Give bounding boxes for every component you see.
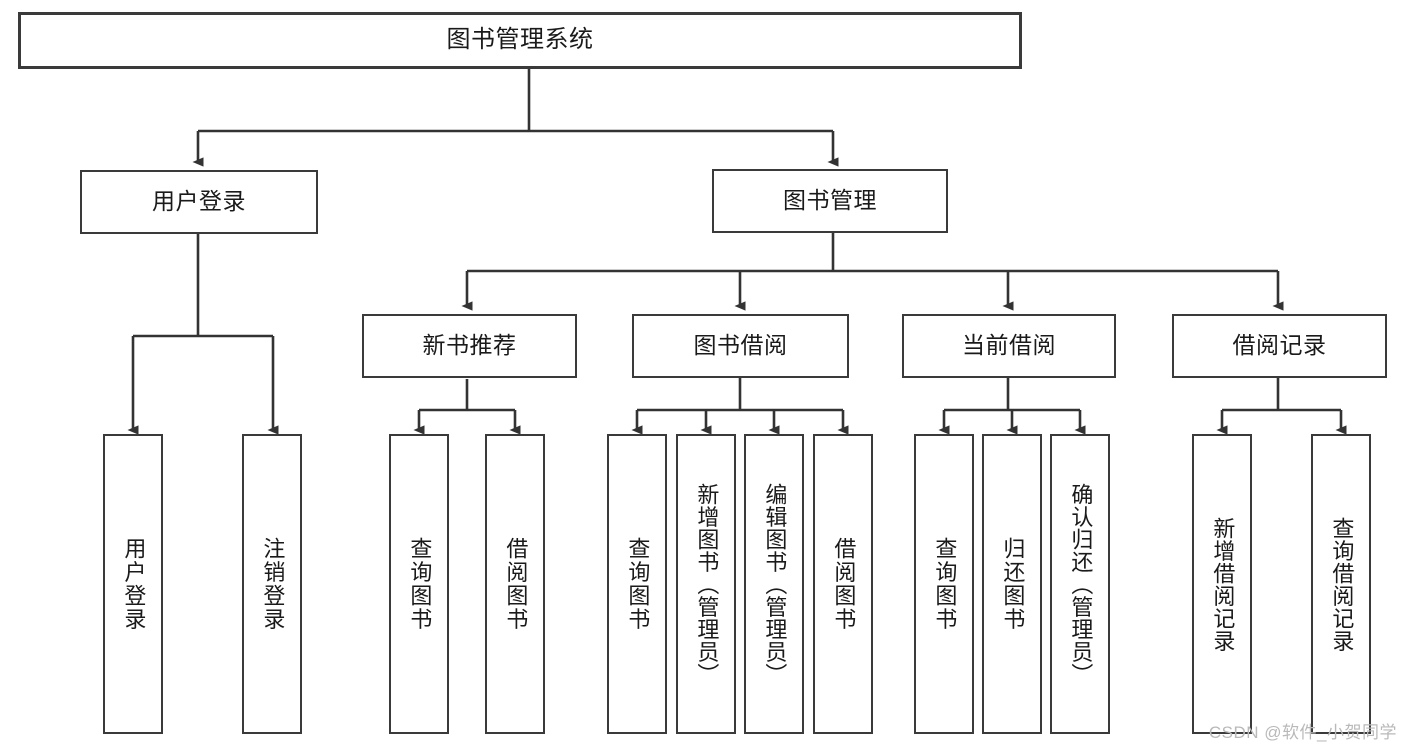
leaf-new-book-query-label: 查询图书 <box>407 537 433 631</box>
leaf-book-borrow-edit-label: 编辑图书（管理员） <box>762 482 788 686</box>
node-current-borrow-label: 当前借阅 <box>962 332 1056 359</box>
node-new-book-recommend-label: 新书推荐 <box>422 332 517 359</box>
leaf-user-login-signout-label: 注销登录 <box>260 537 286 631</box>
node-root-system[interactable]: 图书管理系统 <box>18 12 1022 69</box>
leaf-book-borrow-query-label: 查询图书 <box>625 537 651 631</box>
node-book-borrow-label: 图书借阅 <box>693 332 788 359</box>
leaf-book-borrow-edit[interactable]: 编辑图书（管理员） <box>744 434 804 734</box>
node-book-management-label: 图书管理 <box>783 187 877 214</box>
leaf-current-borrow-query-label: 查询图书 <box>932 537 958 631</box>
node-borrow-record-label: 借阅记录 <box>1232 332 1327 359</box>
node-root-system-label: 图书管理系统 <box>446 26 594 54</box>
node-current-borrow[interactable]: 当前借阅 <box>902 314 1116 378</box>
leaf-book-borrow-borrow-label: 借阅图书 <box>831 537 857 631</box>
node-user-login-label: 用户登录 <box>152 188 246 215</box>
leaf-current-borrow-confirm-return-label: 确认归还（管理员） <box>1068 482 1094 686</box>
watermark: CSDN @软件_小贺同学 <box>1208 723 1397 742</box>
leaf-current-borrow-confirm-return[interactable]: 确认归还（管理员） <box>1050 434 1110 734</box>
node-borrow-record[interactable]: 借阅记录 <box>1172 314 1387 378</box>
leaf-borrow-record-query-label: 查询借阅记录 <box>1329 516 1355 652</box>
leaf-book-borrow-query[interactable]: 查询图书 <box>607 434 667 734</box>
leaf-user-login-signin-label: 用户登录 <box>121 537 147 631</box>
leaf-borrow-record-add-label: 新增借阅记录 <box>1210 516 1236 652</box>
leaf-current-borrow-query[interactable]: 查询图书 <box>914 434 974 734</box>
leaf-new-book-borrow-label: 借阅图书 <box>503 537 529 631</box>
leaf-book-borrow-borrow[interactable]: 借阅图书 <box>813 434 873 734</box>
node-book-borrow[interactable]: 图书借阅 <box>632 314 849 378</box>
leaf-book-borrow-add[interactable]: 新增图书（管理员） <box>676 434 736 734</box>
leaf-borrow-record-query[interactable]: 查询借阅记录 <box>1311 434 1371 734</box>
node-user-login[interactable]: 用户登录 <box>80 170 318 234</box>
leaf-book-borrow-add-label: 新增图书（管理员） <box>694 482 720 686</box>
leaf-current-borrow-return-label: 归还图书 <box>1000 537 1026 631</box>
leaf-user-login-signout[interactable]: 注销登录 <box>242 434 302 734</box>
node-book-management[interactable]: 图书管理 <box>712 169 948 233</box>
leaf-new-book-borrow[interactable]: 借阅图书 <box>485 434 545 734</box>
leaf-current-borrow-return[interactable]: 归还图书 <box>982 434 1042 734</box>
node-new-book-recommend[interactable]: 新书推荐 <box>362 314 577 378</box>
leaf-borrow-record-add[interactable]: 新增借阅记录 <box>1192 434 1252 734</box>
leaf-new-book-query[interactable]: 查询图书 <box>389 434 449 734</box>
leaf-user-login-signin[interactable]: 用户登录 <box>103 434 163 734</box>
